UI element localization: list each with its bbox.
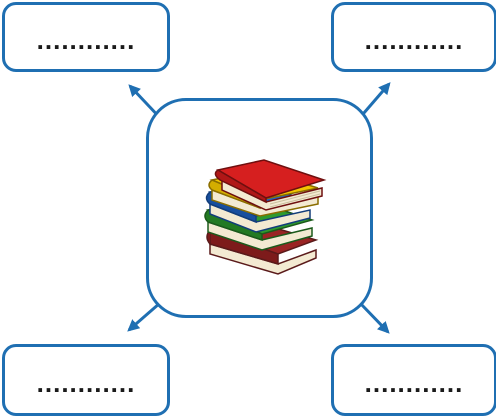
arrow-to-bottom-left [127,301,161,332]
bottom-right-box-label: ............ [364,367,464,398]
top-left-box: ............ [2,2,170,72]
bottom-right-box: ............ [331,344,496,416]
red-book [214,159,327,211]
arrow-to-bottom-right [358,301,390,334]
books-stack-icon [204,159,327,275]
top-right-box: ............ [331,2,496,72]
bottom-left-box: ............ [2,344,170,416]
top-left-box-label: ............ [36,24,136,55]
top-right-box-label: ............ [364,24,464,55]
bottom-left-box-label: ............ [36,367,136,398]
